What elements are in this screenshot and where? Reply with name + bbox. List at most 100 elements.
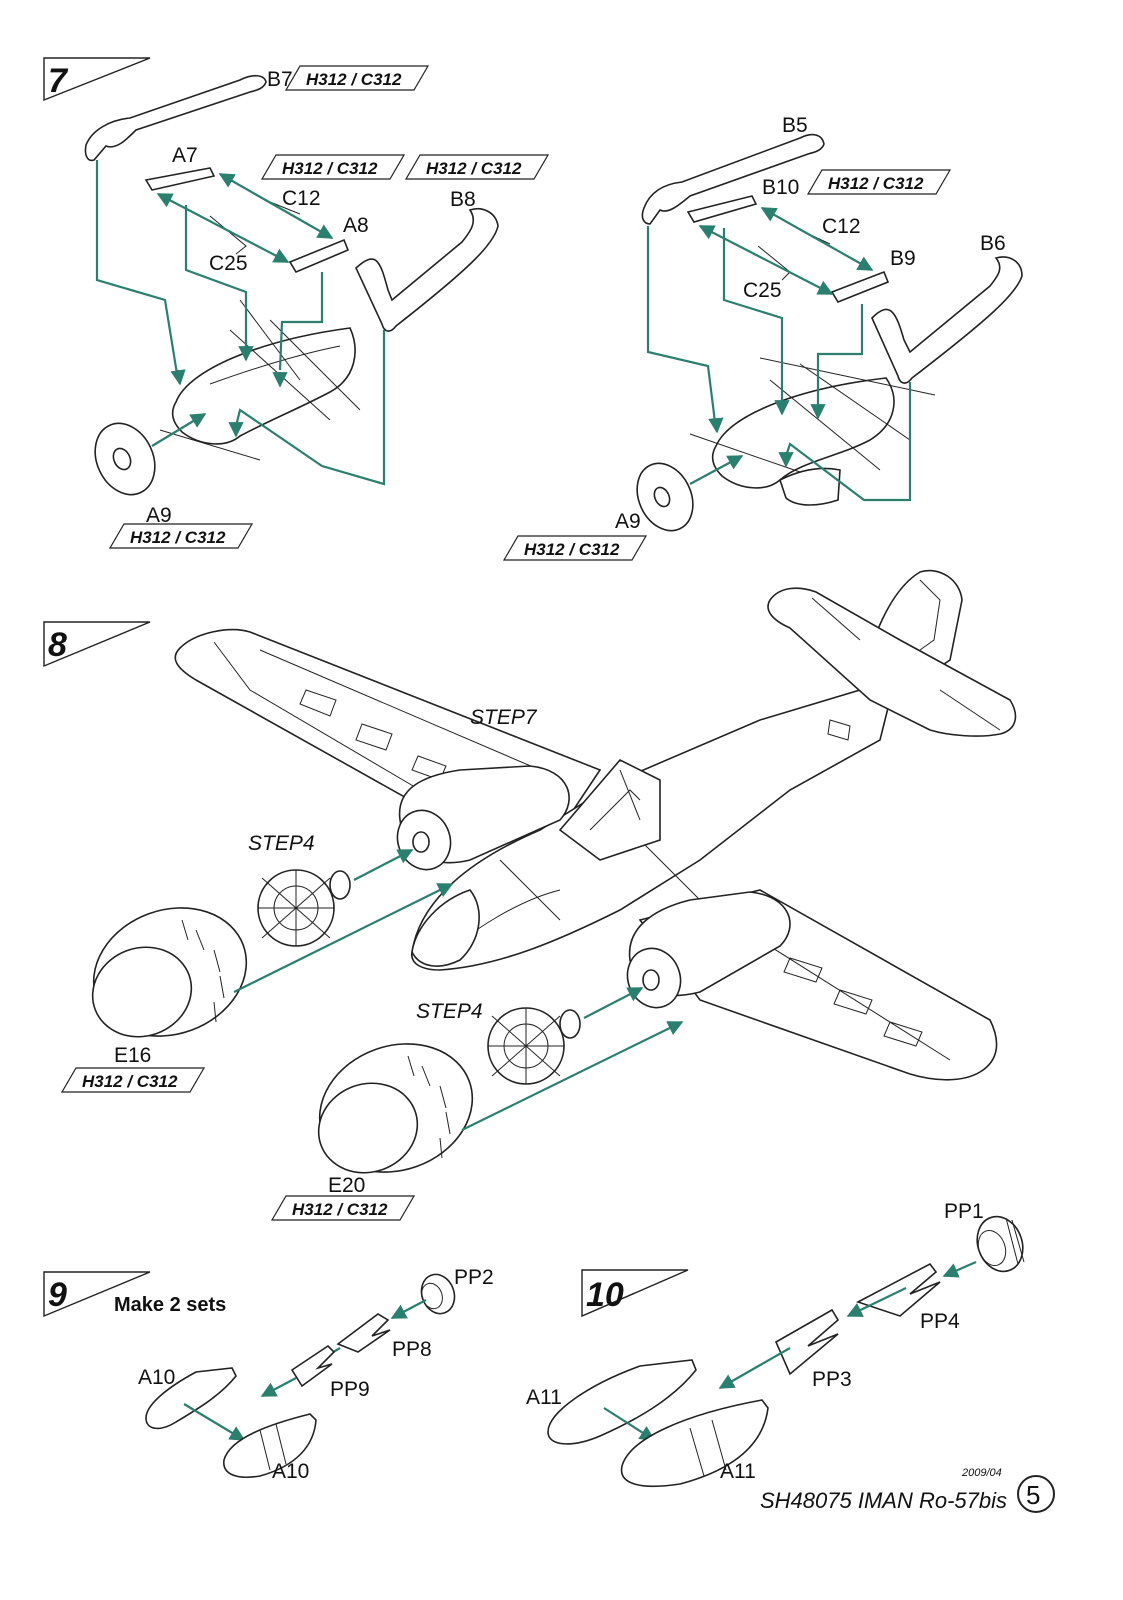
paint-tag-b7: H312 / C312 (284, 65, 430, 91)
label-a8: A8 (343, 214, 369, 237)
step-number: 10 (586, 1276, 624, 1314)
part-a8-frame (288, 238, 350, 274)
svg-text:H312 / C312: H312 / C312 (306, 70, 402, 89)
part-b9-frame (830, 270, 890, 303)
part-b7-windscreen (84, 74, 267, 162)
step-9-section: 9 Make 2 sets PP2 PP8 PP9 A10 A10 (43, 1266, 494, 1483)
step-7-right-assembly: B5 B10 H312 / C312 C12 B9 B6 C25 (502, 114, 1023, 561)
part-b6-armor (871, 256, 1023, 384)
step-8-section: 8 (43, 569, 1017, 1221)
part-e20-cowling (317, 1043, 474, 1174)
svg-text:H312 / C312: H312 / C312 (426, 159, 522, 178)
guide-b8 (234, 330, 386, 486)
label-a9-right: A9 (615, 510, 641, 533)
step-number: 9 (48, 1276, 67, 1314)
aircraft-airframe (174, 569, 1017, 1081)
fuselage-nose-section-left (171, 327, 356, 445)
label-pp1: PP1 (944, 1200, 984, 1223)
nose-cone (411, 889, 480, 967)
paint-tag-a9-right: H312 / C312 (502, 535, 648, 561)
part-pp2 (420, 1273, 456, 1315)
label-c25-right: C25 (743, 279, 782, 302)
step-7-flag: 7 (43, 57, 151, 102)
part-a10-bottom-spinner (223, 1413, 317, 1478)
part-pp3-etch (774, 1308, 840, 1376)
svg-text:H312 / C312: H312 / C312 (828, 174, 924, 193)
part-a10-top (145, 1367, 237, 1430)
part-b5-windscreen (641, 133, 825, 225)
label-c12: C12 (282, 187, 321, 210)
label-b8: B8 (450, 188, 476, 211)
part-pp1 (976, 1215, 1025, 1273)
guide-a8 (278, 272, 324, 371)
label-b7: B7 (267, 68, 293, 91)
label-a10-top: A10 (138, 1366, 175, 1389)
label-pp2: PP2 (454, 1266, 494, 1289)
label-a7: A7 (172, 144, 198, 167)
svg-text:H312 / C312: H312 / C312 (292, 1200, 388, 1219)
part-a7-frame (144, 167, 216, 191)
step-8-flag: 8 (43, 621, 151, 668)
ref-step4-right: STEP4 (416, 1000, 483, 1023)
arrow-engine-right (583, 987, 644, 1019)
paint-tag-b10: H312 / C312 (806, 169, 952, 195)
fuselage-nose-section-right (711, 377, 895, 489)
label-b6: B6 (980, 232, 1006, 255)
step-number: 7 (48, 62, 69, 100)
svg-text:H312 / C312: H312 / C312 (524, 540, 620, 559)
engine-step4-right (487, 1007, 581, 1085)
label-pp9: PP9 (330, 1378, 370, 1401)
guide-a7 (184, 205, 248, 350)
step-10-flag: 10 (581, 1269, 689, 1318)
paint-tag-a9: H312 / C312 (108, 523, 254, 549)
svg-text:H312 / C312: H312 / C312 (130, 528, 226, 547)
step-9-flag: 9 (43, 1271, 151, 1318)
part-a11-top (547, 1359, 697, 1445)
label-e16: E16 (114, 1044, 151, 1067)
label-pp3: PP3 (812, 1368, 852, 1391)
label-pp4: PP4 (920, 1310, 960, 1333)
paint-tag-e16: H312 / C312 (60, 1067, 206, 1093)
arrow-engine-left (353, 849, 414, 881)
part-pp9-etch (290, 1344, 336, 1388)
label-b5: B5 (782, 114, 808, 137)
part-b10-frame (686, 195, 758, 223)
kit-title: SH48075 IMAN Ro-57bis (760, 1488, 1007, 1513)
print-date: 2009/04 (961, 1467, 1002, 1479)
svg-text:H312 / C312: H312 / C312 (282, 159, 378, 178)
label-c12-right: C12 (822, 215, 861, 238)
step-10-section: 10 PP1 PP4 PP3 A11 A11 (526, 1200, 1025, 1487)
ref-step4-left: STEP4 (248, 832, 315, 855)
page-number: 5 (1026, 1480, 1040, 1510)
guide-b7 (95, 160, 180, 381)
engine-step4-left (257, 869, 351, 947)
part-a9-disc-right (636, 462, 694, 532)
part-b8-armor (355, 208, 499, 332)
note-make-2-sets: Make 2 sets (114, 1294, 226, 1316)
label-a9: A9 (146, 504, 172, 527)
arrow-a9-left (151, 413, 207, 447)
part-c25-link (209, 215, 247, 255)
step-number: 8 (48, 626, 67, 664)
arrow-a7-a8-bottom (156, 193, 290, 263)
label-a10-bottom: A10 (272, 1460, 309, 1483)
label-pp8: PP8 (392, 1338, 432, 1361)
part-e16-cowling (91, 907, 248, 1038)
part-pp8-etch (336, 1313, 391, 1353)
label-c25: C25 (209, 252, 248, 275)
paint-tag-a7: H312 / C312 (260, 154, 406, 180)
step-7-section: 7 B7 H312 / C312 A7 H312 / C312 C12 B8 (43, 57, 1023, 561)
part-pp4-etch (855, 1262, 941, 1317)
paint-tag-b8: H312 / C312 (404, 154, 550, 180)
paint-tag-e20: H312 / C312 (270, 1195, 416, 1221)
step-7-left-assembly: B7 H312 / C312 A7 H312 / C312 C12 B8 H31… (84, 65, 550, 549)
arrow-e16 (233, 883, 454, 993)
label-b9: B9 (890, 247, 916, 270)
ref-step7: STEP7 (470, 706, 538, 729)
label-a11-bottom: A11 (720, 1460, 756, 1483)
arrow-e20 (461, 1021, 684, 1131)
page-footer: 2009/04 SH48075 IMAN Ro-57bis 5 (760, 1467, 1055, 1513)
label-b10: B10 (762, 176, 799, 199)
label-e20: E20 (328, 1174, 365, 1197)
